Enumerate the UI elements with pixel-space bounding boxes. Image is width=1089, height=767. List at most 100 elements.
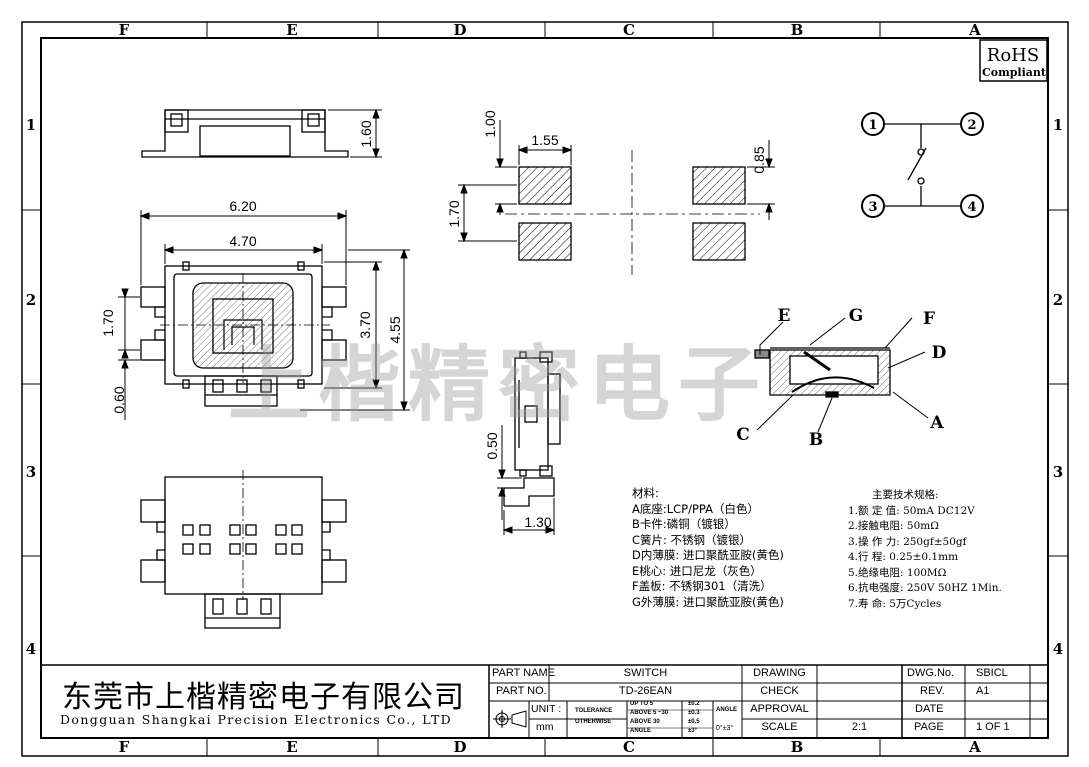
zone-col-e-top: E — [286, 21, 297, 39]
pin-4-label: 4 — [967, 200, 976, 215]
approval-label: APPROVAL — [750, 703, 809, 715]
spec-item: 7.寿 命: 5万Cycles — [848, 597, 942, 610]
dim-label-width-inner: 4.70 — [229, 233, 256, 249]
side-view-right-dimensions — [497, 425, 556, 535]
spec-item: 5.绝缘电阻: 100MΩ — [848, 566, 947, 579]
front-view — [140, 261, 347, 407]
zone-col-d-bottom: D — [453, 738, 466, 756]
page-value: 1 OF 1 — [976, 721, 1010, 733]
tol-range: ABOVE 30 — [630, 719, 660, 725]
dimension-side-height — [328, 108, 382, 159]
tol-range: ABOVE 5 ~30 — [630, 710, 669, 716]
zone-row-4-left: 4 — [26, 640, 36, 658]
tol-range: UP TO 5 — [630, 701, 654, 707]
zone-col-a-top: A — [968, 21, 981, 39]
zone-row-1-right: 1 — [1053, 116, 1063, 134]
part-no-value: TD-26EAN — [618, 685, 673, 697]
material-item: A底座:LCP/PPA（白色） — [632, 501, 759, 516]
sheet-frame — [21, 21, 1069, 757]
material-item: D内薄膜: 进口聚酰亚胺(黄色) — [632, 548, 784, 562]
dim-label-land-width: 1.55 — [531, 132, 558, 148]
zone-row-2-left: 2 — [26, 291, 36, 309]
pin-1-label: 1 — [868, 118, 877, 133]
cross-section-leaders — [756, 317, 929, 433]
part-no-label: PART NO. — [496, 685, 547, 697]
dim-label-land-height: 0.85 — [751, 146, 767, 173]
dim-label-pad-width: 0.60 — [111, 386, 127, 413]
rohs-subtitle: Compliant — [982, 66, 1047, 79]
zone-col-c-top: C — [623, 21, 635, 39]
dim-label-side-height: 1.60 — [358, 120, 374, 147]
zone-row-2-right: 2 — [1053, 291, 1063, 309]
watermark: 上楷精密电子 — [228, 337, 769, 433]
side-view-top — [141, 109, 349, 158]
section-label-b: B — [809, 430, 823, 450]
land-pattern — [505, 150, 760, 275]
dwg-no-value: SBICL — [976, 667, 1008, 679]
rev-label: REV. — [920, 685, 945, 697]
page-label: PAGE — [914, 721, 944, 733]
zone-row-3-right: 3 — [1053, 463, 1063, 481]
unit-value: mm — [536, 721, 554, 733]
dim-label-width-total: 6.20 — [229, 198, 256, 214]
dim-label-height-inner: 3.70 — [357, 311, 373, 338]
section-label-d: D — [932, 343, 947, 363]
zone-row-4-right: 4 — [1053, 640, 1063, 658]
rohs-title: RoHS — [987, 45, 1039, 66]
company-name-en: Dongguan Shangkai Precision Electronics … — [60, 712, 453, 727]
pin-2-label: 2 — [967, 118, 976, 133]
check-label: CHECK — [760, 685, 799, 697]
front-view-dimensions — [118, 210, 410, 420]
zone-labels: F E D C B A F E D C B A 1 2 3 4 1 2 3 4 — [26, 21, 1063, 756]
dim-label-side-lead: 0.50 — [484, 432, 500, 459]
section-label-e: E — [778, 306, 791, 326]
spec-item: 2.接触电阻: 50mΩ — [848, 520, 939, 532]
zone-row-3-left: 3 — [26, 463, 36, 481]
materials-block: 材料: A底座:LCP/PPA（白色） B卡件:磷铜（镀银） C簧片: 不锈钢（… — [632, 486, 832, 610]
spec-item: 1.额 定 值: 50mA DC12V — [848, 504, 975, 517]
pin-3-label: 3 — [868, 200, 877, 215]
title-block-grid — [41, 664, 1048, 738]
material-item: B卡件:磷铜（镀银） — [632, 517, 736, 531]
material-item: C簧片: 不锈钢（镀银） — [632, 532, 752, 547]
tol-value: ±0.2 — [688, 701, 700, 707]
zone-col-b-top: B — [791, 21, 804, 39]
material-item: F盖板: 不锈钢301（清洗） — [632, 579, 772, 593]
zone-col-f-top: F — [119, 21, 130, 39]
zone-col-c-bottom: C — [623, 738, 635, 756]
drawing-label: DRAWING — [753, 667, 806, 679]
front-view-dim-labels: 6.20 4.70 1.70 0.60 3.70 4.55 — [100, 198, 403, 414]
spec-item: 3.操 作 力: 250gf±50gf — [848, 535, 967, 548]
date-label: DATE — [915, 703, 944, 715]
scale-value: 2:1 — [851, 721, 868, 733]
spec-item: 4.行 程: 0.25±0.1mm — [848, 551, 959, 563]
zone-col-f-bottom: F — [119, 738, 130, 756]
side-view-right — [503, 351, 561, 507]
dim-label-height-total: 4.55 — [387, 316, 403, 343]
rohs-badge: RoHS Compliant — [979, 39, 1048, 82]
otherwise-label: OTHERWISE — [575, 719, 612, 725]
part-name-label: PART NAME — [492, 667, 555, 679]
zone-row-1-left: 1 — [26, 116, 36, 134]
dwg-no-label: DWG.No. — [907, 667, 955, 679]
tolerance-label: TOLERANCE — [575, 708, 613, 714]
schematic-pin-labels: 1 2 3 4 — [868, 118, 976, 215]
section-label-a: A — [929, 413, 944, 433]
material-item: G外薄膜: 进口聚酰亚胺(黄色) — [632, 594, 784, 609]
spec-item: 6.抗电强度: 250V 50HZ 1Min. — [848, 582, 1002, 594]
dim-label-side-depth: 1.30 — [524, 514, 551, 530]
bottom-view — [140, 470, 347, 629]
section-label-c: C — [736, 425, 750, 445]
zone-col-a-bottom: A — [968, 738, 981, 756]
rev-value: A1 — [976, 685, 990, 697]
zone-col-d-top: D — [453, 21, 466, 39]
angle-label: ANGLE — [716, 707, 737, 713]
land-pattern-dim-labels: 1.00 1.55 0.85 1.70 — [446, 110, 767, 227]
tol-range: ANGLE — [630, 728, 651, 734]
materials-title: 材料: — [632, 486, 659, 500]
zone-col-e-bottom: E — [286, 738, 297, 756]
section-label-f: F — [923, 309, 935, 329]
land-pattern-dimensions — [458, 120, 775, 243]
dim-label-pad-pitch: 1.70 — [100, 309, 116, 336]
zone-col-b-bottom: B — [791, 738, 804, 756]
